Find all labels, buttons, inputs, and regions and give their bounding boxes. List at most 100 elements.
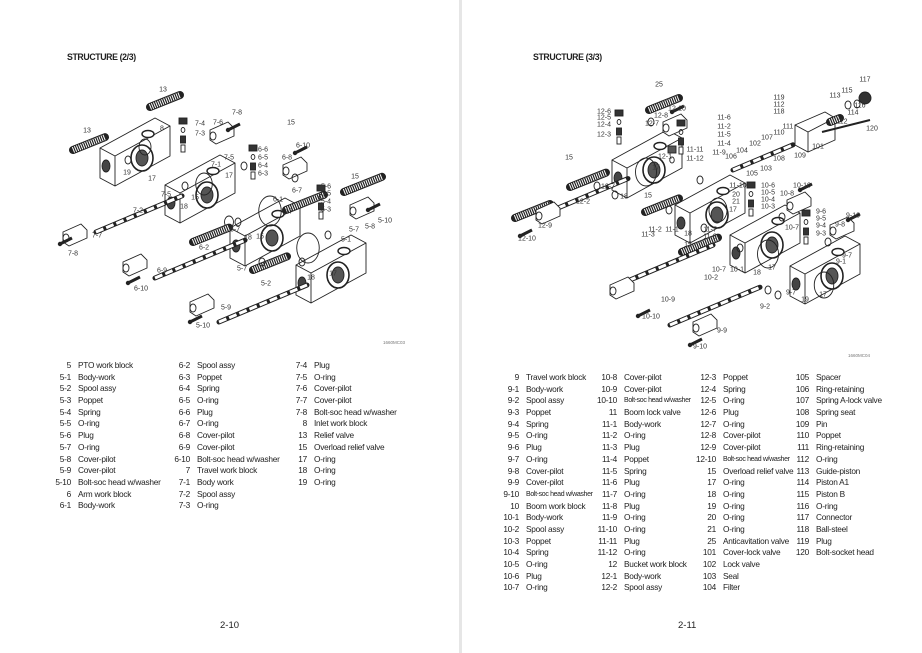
part-name: Poppet	[723, 372, 748, 382]
part-name: Spring	[723, 383, 746, 394]
port-icon	[716, 186, 730, 196]
lock-valve-assy	[730, 142, 796, 173]
part-number: 5-8	[59, 453, 72, 464]
part-name: Poppet	[197, 371, 222, 382]
o-ring-17	[813, 271, 835, 299]
part-name: PTO work block	[78, 360, 133, 370]
part-name: Ring-retaining	[816, 383, 865, 394]
part-name: Poppet	[78, 395, 103, 406]
part-name: O-ring	[197, 395, 219, 406]
plug-icon	[316, 184, 326, 192]
connector-icon	[858, 91, 872, 105]
bolt-socket-head-icon	[821, 119, 871, 133]
o-ring-icon	[764, 285, 772, 295]
callout-label: 9-5	[816, 216, 826, 223]
part-name: Spool assy	[526, 523, 565, 534]
part-name: O-ring	[78, 441, 100, 452]
part-name: Plug	[624, 442, 640, 453]
part-name: Cover-pilot	[78, 453, 116, 464]
callout-label: 5-7	[349, 227, 359, 234]
part-name: Cover-lock valve	[723, 547, 781, 558]
part-name: Cover-pilot	[723, 442, 761, 453]
part-name: Cover-pilot	[314, 383, 352, 394]
callout-label: 17	[329, 271, 337, 278]
bolt-head	[687, 342, 693, 348]
callout-label: 6-2	[199, 245, 209, 252]
plug-icon	[178, 117, 188, 125]
part-number: 11-6	[602, 477, 617, 488]
part-number: 105	[795, 372, 809, 382]
plug-icon	[614, 109, 624, 117]
bolt-head	[292, 150, 298, 156]
callout-label: 5-6	[321, 184, 331, 191]
part-name: Travel work block	[197, 465, 257, 476]
callout-label: 5-9	[221, 305, 231, 312]
port-icon	[825, 267, 839, 285]
callout-label: 15	[191, 195, 199, 202]
relief-valve-icon	[678, 233, 722, 256]
part-name: Bolt-soc head w/washer	[314, 406, 397, 417]
o-ring-icon	[298, 257, 306, 267]
part-name: Bolt-soc head w/washer	[78, 476, 161, 487]
callout-label: 119	[773, 95, 784, 102]
part-name: O-ring	[526, 430, 548, 441]
o-ring-icon	[291, 173, 299, 183]
part-number: 11-9	[602, 512, 617, 523]
part-name: O-ring	[723, 418, 745, 429]
callout-label: 112	[836, 119, 847, 126]
part-number: 10-3	[503, 535, 519, 546]
cover-face	[189, 303, 197, 313]
poppet-icon	[250, 171, 256, 180]
part-name: Piston B	[816, 488, 845, 499]
callout-label: 7-7	[92, 233, 102, 240]
part-name: Body-work	[78, 371, 115, 382]
part-name: Cover-pilot	[723, 430, 761, 441]
poppet-icon	[748, 208, 754, 217]
part-number: 102	[702, 559, 716, 569]
part-name: Spool assy	[526, 395, 565, 406]
o-ring-icon	[258, 257, 266, 267]
part-name: O-ring	[624, 512, 646, 523]
part-number: 10-9	[601, 383, 617, 394]
part-number: 17	[707, 477, 716, 488]
o-ring-17	[258, 195, 282, 227]
callout-label: 19	[123, 170, 131, 177]
thread-icon	[342, 174, 384, 195]
part-number: 120	[795, 547, 809, 558]
bolt-icon	[637, 308, 651, 318]
callout-label: 10-10	[793, 183, 811, 190]
plug-icon	[801, 209, 811, 217]
part-name: Poppet	[816, 430, 841, 441]
figure-code: 1660MC03	[383, 340, 406, 345]
cover-face	[829, 226, 837, 236]
part-number: 119	[796, 535, 810, 546]
bolt-head	[57, 241, 63, 247]
part-name: Relief valve	[314, 430, 354, 441]
cover-face	[122, 263, 130, 273]
callout-label: 11-4	[717, 141, 731, 148]
o-ring-icon	[736, 243, 744, 253]
part-number: 110	[796, 430, 810, 441]
part-number: 10-1	[503, 512, 519, 523]
part-name: Spool assy	[78, 383, 117, 394]
part-name: Cover-pilot	[78, 465, 116, 476]
part-name: O-ring	[816, 453, 838, 464]
part-name: Overload relief valve	[723, 465, 794, 476]
o-ring-icon	[611, 190, 619, 200]
part-name: O-ring	[314, 476, 336, 487]
part-number: 17	[298, 453, 307, 464]
callout-label: 10-4	[761, 197, 775, 204]
